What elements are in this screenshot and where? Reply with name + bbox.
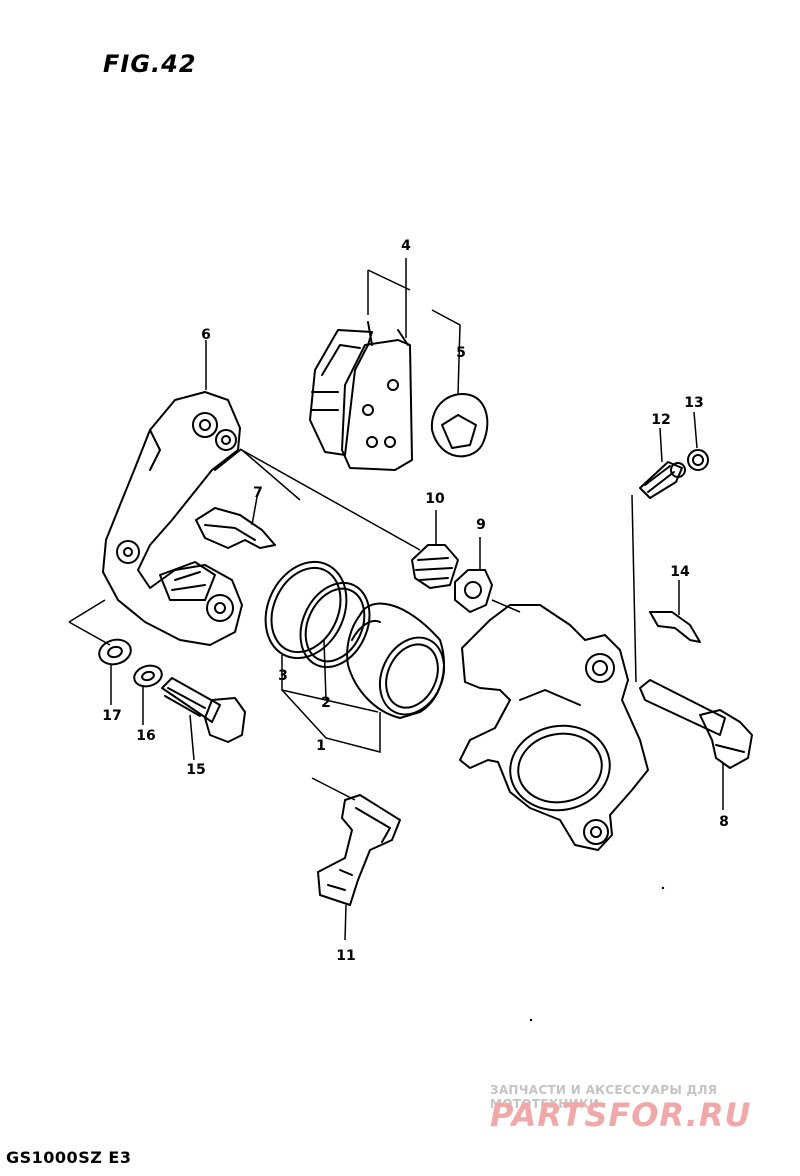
seal-part: [454, 569, 493, 613]
callout-12: 12: [651, 412, 670, 428]
caliper-bracket-part: [102, 391, 243, 646]
callout-10: 10: [425, 491, 445, 507]
watermark-logo: PARTSFOR.RU: [490, 1096, 752, 1134]
caliper-mounting-bolt-part: [639, 679, 753, 769]
piston-seal-ring-part: [299, 581, 371, 669]
pad-spring-part: [195, 507, 276, 549]
callout-13: 13: [684, 395, 703, 411]
callout-labels: 1 2 3 4 5 6 7 8 9 10 11 12 13 14 15 16 1…: [102, 238, 729, 964]
callout-16: 16: [136, 728, 155, 744]
callout-4: 4: [401, 238, 411, 254]
callout-2: 2: [321, 695, 331, 711]
dust-boot-part: [411, 544, 459, 589]
callout-8: 8: [719, 814, 729, 830]
bleeder-cap-part: [687, 449, 709, 471]
washer-part: [133, 664, 163, 688]
callout-1: 1: [316, 738, 326, 754]
figure-title: FIG.42: [103, 50, 197, 78]
scan-specks: [529, 886, 665, 1022]
callout-11: 11: [336, 948, 355, 964]
leader-lines: [68, 258, 724, 941]
watermark-subtitle: ЗАПЧАСТИ И АКСЕССУАРЫ ДЛЯ МОТОТЕХНИКИ: [490, 1083, 718, 1111]
dust-seal-ring-part: [264, 560, 348, 660]
bleeder-valve-part: [639, 461, 686, 499]
callout-15: 15: [186, 762, 205, 778]
callout-7: 7: [253, 485, 263, 501]
callout-6: 6: [201, 327, 211, 343]
pad-retainer-part: [317, 794, 401, 906]
model-code: GS1000SZ E3: [6, 1148, 132, 1167]
bolt-part: [161, 677, 246, 743]
clip-part: [649, 611, 701, 643]
pad-shim-part: [430, 393, 489, 458]
callout-9: 9: [476, 517, 486, 533]
washer-part-2: [98, 638, 132, 666]
callout-14: 14: [670, 564, 690, 580]
piston-part: [346, 602, 446, 719]
callout-17: 17: [102, 708, 121, 724]
callout-3: 3: [278, 668, 288, 684]
caliper-body: [459, 604, 649, 851]
brake-pads-part: [309, 321, 413, 471]
callout-5: 5: [456, 345, 466, 361]
